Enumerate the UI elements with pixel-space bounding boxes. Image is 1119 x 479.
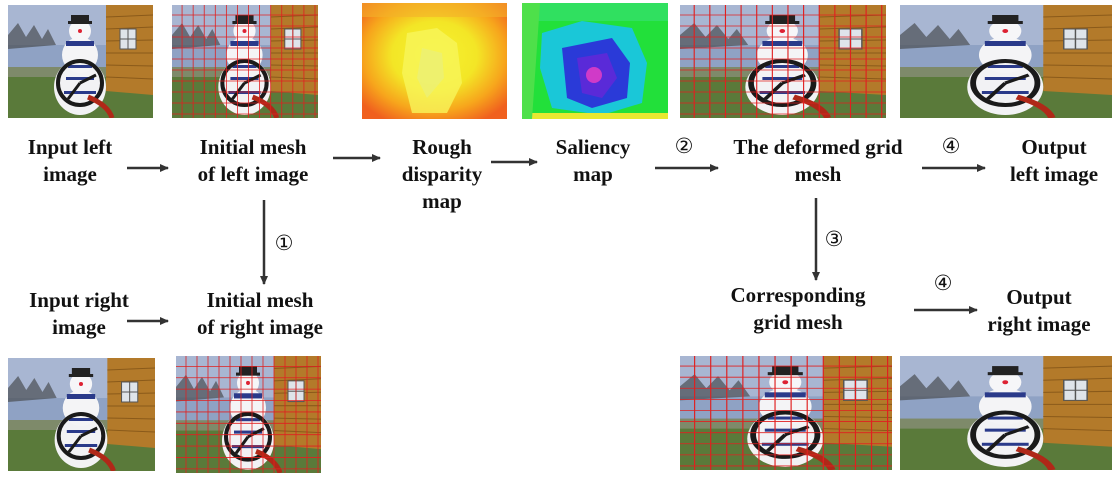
step-1-marker: ① <box>274 231 294 255</box>
step-4-marker-bottom: ④ <box>933 271 953 295</box>
step-3-marker: ③ <box>824 227 844 251</box>
saliency-map-thumbnail <box>522 3 668 119</box>
rough-disparity-thumbnail <box>362 3 507 119</box>
step-2-marker: ② <box>674 134 694 158</box>
step-4-marker-top: ④ <box>941 134 961 158</box>
